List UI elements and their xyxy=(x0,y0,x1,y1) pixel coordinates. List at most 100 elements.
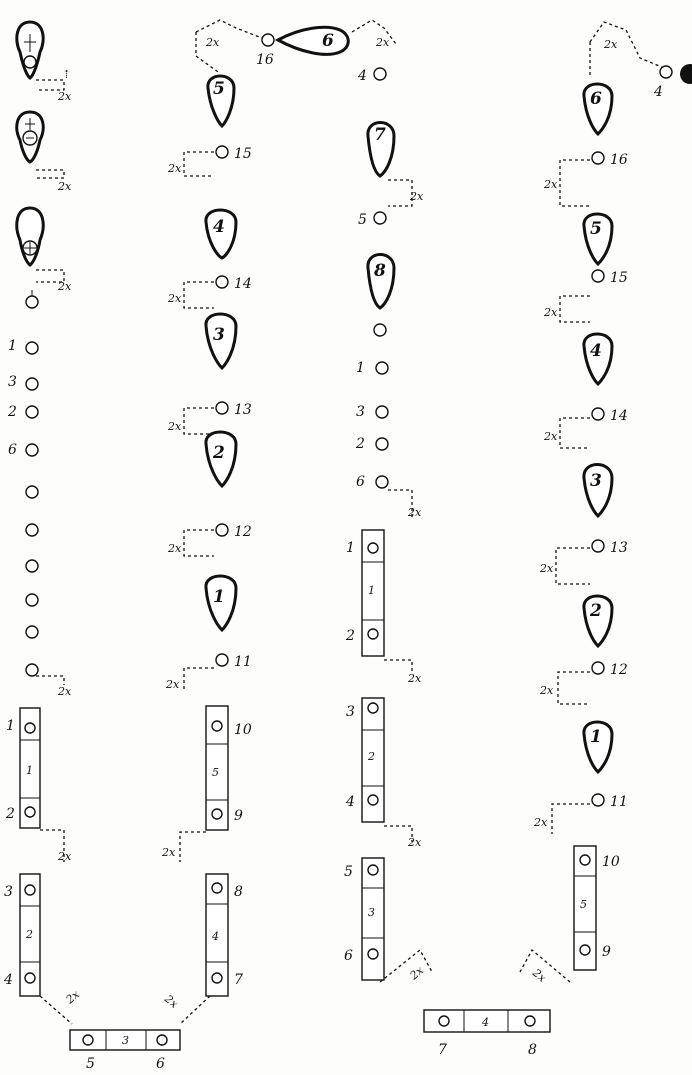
box-label: 3 xyxy=(346,704,355,720)
seg-label: 1 xyxy=(356,360,365,376)
spacing-label: 2x xyxy=(529,966,549,986)
svg-text:⇡: ⇡ xyxy=(62,68,71,81)
bottom-left-box: 2x 2x 5 3 6 xyxy=(39,987,211,1072)
spacing-label: 2x xyxy=(407,506,422,519)
seg-label: 1 xyxy=(8,338,17,354)
box-inner-label: 5 xyxy=(212,766,219,779)
box-inner-label: 3 xyxy=(122,1034,129,1047)
box-label: 1 xyxy=(346,540,355,556)
port-label: 4 xyxy=(357,68,367,84)
spacing-label: 2x xyxy=(57,685,72,698)
column-1: ⇡ 2x 2x 2x 1 3 2 6 2x xyxy=(3,20,72,997)
spacing-label: 2x xyxy=(539,684,554,697)
box-unit-col1-b: 3 4 2 xyxy=(3,873,41,997)
box-inner-label: 4 xyxy=(481,1016,489,1029)
port-label: 13 xyxy=(610,540,628,556)
column-3: 4 7 2x 5 8 1 3 2 6 2x 1 xyxy=(344,67,424,981)
port-label: 16 xyxy=(256,52,274,68)
spacing-label: 2x xyxy=(57,90,72,103)
spacing-label: 2x xyxy=(543,430,558,443)
seg-label: 2 xyxy=(7,404,17,420)
box-label: 1 xyxy=(6,718,15,734)
spacing-label: 2x xyxy=(167,420,182,433)
pod-col2-3: 3 13 xyxy=(204,312,252,418)
box-unit-col1-a: 1 2 1 xyxy=(5,707,41,829)
pod-col2-4: 4 14 xyxy=(204,208,252,292)
spacing-label: 2x xyxy=(543,178,558,191)
spacing-label: 2x xyxy=(161,846,176,859)
pod-label: 1 xyxy=(213,587,225,607)
spacing-label: 2x xyxy=(543,306,558,319)
spacing-label: 2x xyxy=(57,850,72,863)
port-label: 15 xyxy=(610,270,628,286)
segment-list-col3: 1 3 2 6 xyxy=(355,360,389,490)
spacing-label: 2x xyxy=(533,816,548,829)
spacing-label: 2x xyxy=(57,280,72,293)
pod-label: 6 xyxy=(322,31,334,51)
pod-label: 7 xyxy=(374,125,386,145)
pod-label: 8 xyxy=(373,261,386,281)
pod-col2-1: 1 11 xyxy=(204,574,252,670)
spacing-label: 2x xyxy=(407,963,427,983)
column-2: 2x 16 6 2x 5 15 2x 4 14 2x 3 xyxy=(161,19,397,997)
port-label: 15 xyxy=(234,146,252,162)
box-unit-col2-a: 10 9 5 xyxy=(205,705,252,831)
pod-label: 3 xyxy=(213,325,225,345)
box-label: 7 xyxy=(438,1042,447,1058)
terminal-plus-minus xyxy=(15,110,45,164)
box-inner-label: 4 xyxy=(211,930,219,943)
box-inner-label: 5 xyxy=(580,898,587,911)
pod-col4-4: 4 14 xyxy=(582,332,628,424)
port-label: 11 xyxy=(610,794,628,810)
pod-col2-2: 2 12 xyxy=(204,430,252,540)
terminal-circle-plus xyxy=(15,206,45,267)
box-label: 6 xyxy=(344,948,353,964)
seg-label: 6 xyxy=(356,474,365,490)
spacing-label: 2x xyxy=(205,36,220,49)
port-label: 13 xyxy=(234,402,252,418)
box-label: 3 xyxy=(4,884,13,900)
corner-pod-stub xyxy=(680,64,692,84)
spacing-label: 2x xyxy=(167,542,182,555)
pod-label: 2 xyxy=(212,443,225,463)
port-label: 16 xyxy=(610,152,628,168)
spacing-label: 2x xyxy=(167,292,182,305)
pod-col3-7: 7 xyxy=(366,121,396,178)
box-unit-col3-b: 3 4 2 xyxy=(345,697,385,823)
port-label: 12 xyxy=(610,662,628,678)
spacing-label: 2x xyxy=(63,987,83,1007)
box-label: 8 xyxy=(234,884,243,900)
seg-label: 6 xyxy=(8,442,17,458)
port-label: 5 xyxy=(358,212,367,228)
box-inner-label: 1 xyxy=(368,584,375,597)
spacing-label: 2x xyxy=(407,836,422,849)
spacing-label: 2x xyxy=(603,38,618,51)
bottom-right-box: 2x 2x 7 4 8 xyxy=(379,948,571,1058)
box-label: 9 xyxy=(602,944,611,960)
port-label: 14 xyxy=(610,408,628,424)
pod-col4-1: 1 11 xyxy=(582,720,628,810)
pod-col4-2: 2 12 xyxy=(582,594,628,678)
spacing-label: 2x xyxy=(409,190,424,203)
pod-label: 4 xyxy=(213,217,225,237)
column-4: 2x 4 6 16 2x 5 15 2x 4 14 2x xyxy=(533,21,692,971)
box-label: 8 xyxy=(528,1042,537,1058)
pod-label: 5 xyxy=(213,79,225,99)
port-label: 4 xyxy=(653,84,663,100)
box-inner-label: 1 xyxy=(26,764,33,777)
top-pod: 6 xyxy=(274,25,350,56)
pod-label: 5 xyxy=(590,219,602,239)
pod-col3-8: 8 xyxy=(366,253,396,310)
pod-label: 6 xyxy=(590,89,602,109)
box-unit-col4-a: 10 9 5 xyxy=(573,845,620,971)
box-label: 9 xyxy=(234,808,243,824)
pod-label: 1 xyxy=(590,727,602,747)
spacing-label: 2x xyxy=(57,180,72,193)
spacing-label: 2x xyxy=(539,562,554,575)
box-inner-label: 2 xyxy=(25,928,33,941)
pod-col4-3: 3 13 xyxy=(582,463,628,556)
box-label: 2 xyxy=(345,628,355,644)
pod-col4-6: 6 16 xyxy=(582,82,628,168)
terminal-plus xyxy=(15,20,45,80)
